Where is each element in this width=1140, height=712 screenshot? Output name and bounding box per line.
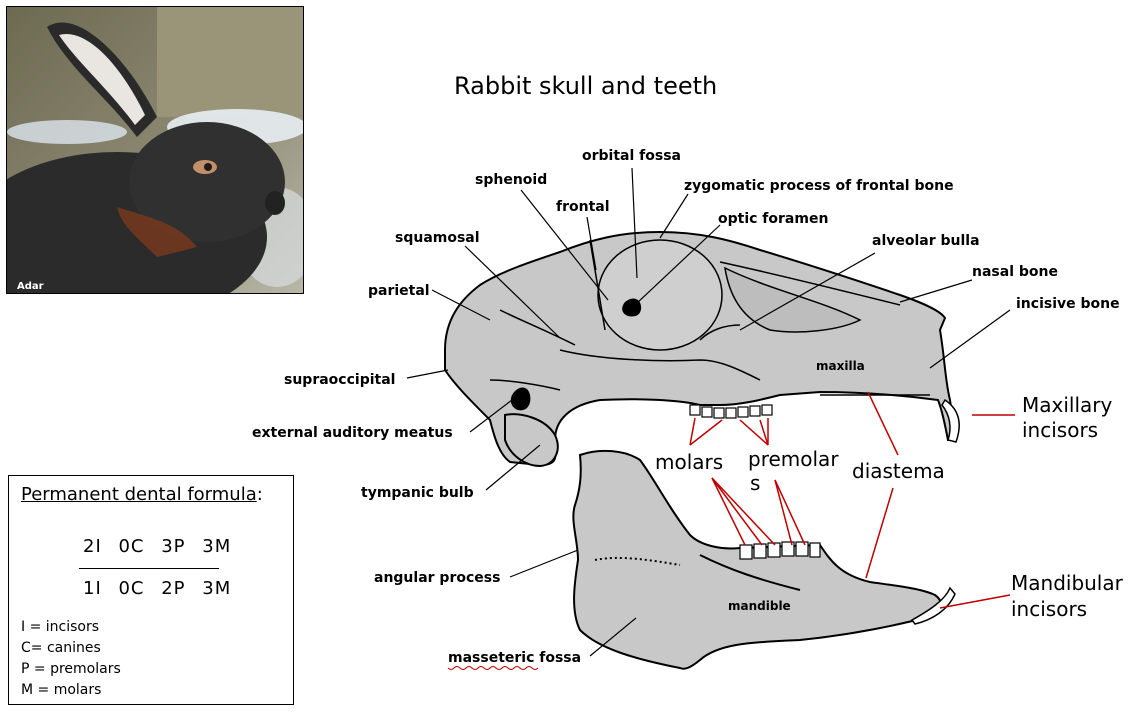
label-angular-process: angular process xyxy=(374,570,500,586)
photo-credit: Adar xyxy=(17,281,44,292)
label-premolars-line1: premolar xyxy=(748,447,839,471)
legend-molars: M = molars xyxy=(21,682,102,698)
label-external-auditory-meatus: external auditory meatus xyxy=(252,425,453,441)
tympanic-bulb-shape xyxy=(504,413,559,468)
legend-incisors: I = incisors xyxy=(21,619,100,635)
formula-lower: 1I 0C 2P 3M xyxy=(83,578,232,599)
label-orbital-fossa: orbital fossa xyxy=(582,148,681,164)
masseteric-underline xyxy=(447,666,539,670)
label-pointers xyxy=(406,167,1011,657)
formula-title: Permanent dental formula: xyxy=(21,484,263,505)
label-alveolar-bulla: alveolar bulla xyxy=(872,233,980,249)
label-parietal: parietal xyxy=(368,283,430,299)
legend-canines: C= canines xyxy=(21,640,101,656)
label-maxillary-incisors-line1: Maxillary xyxy=(1022,393,1112,417)
label-sphenoid: sphenoid xyxy=(475,172,547,188)
mandible-shape xyxy=(572,449,942,670)
lower-incisor-shape xyxy=(910,586,956,625)
label-zygomatic: zygomatic process of frontal bone xyxy=(684,178,954,194)
label-mandibular-incisors-line1: Mandibular xyxy=(1011,571,1124,595)
lower-cheek-teeth xyxy=(739,541,821,560)
label-optic-foramen: optic foramen xyxy=(718,211,828,227)
label-mandibular-incisors-line2: incisors xyxy=(1011,597,1087,621)
page-title: Rabbit skull and teeth xyxy=(454,72,718,100)
formula-title-text: Permanent dental formula xyxy=(21,484,257,505)
label-maxillary-incisors-line2: incisors xyxy=(1022,418,1098,442)
formula-upper: 2I 0C 3P 3M xyxy=(83,536,232,557)
upper-incisor-shape xyxy=(941,398,960,443)
rabbit-photo: Adar xyxy=(6,6,304,294)
auditory-meatus-hole xyxy=(510,387,531,411)
label-squamosal: squamosal xyxy=(395,230,480,246)
label-mandible: mandible xyxy=(728,599,791,613)
upper-cheek-teeth xyxy=(689,404,773,419)
label-premolars-line2: s xyxy=(750,471,760,495)
rabbit-image xyxy=(7,7,303,293)
label-masseteric-fossa: masseteric fossa xyxy=(448,650,581,666)
label-supraoccipital: supraoccipital xyxy=(284,372,395,388)
legend-premolars: P = premolars xyxy=(21,661,121,677)
label-diastema: diastema xyxy=(852,459,945,483)
formula-title-suffix: : xyxy=(256,484,263,505)
label-maxilla: maxilla xyxy=(816,359,865,373)
dental-formula-box: Permanent dental formula: 2I 0C 3P 3M 1I… xyxy=(8,475,294,705)
label-incisive-bone: incisive bone xyxy=(1016,296,1120,312)
label-frontal: frontal xyxy=(556,199,610,215)
label-tympanic-bulb: tympanic bulb xyxy=(361,485,474,501)
label-molars: molars xyxy=(655,450,723,474)
formula-divider xyxy=(79,568,219,569)
label-nasal-bone: nasal bone xyxy=(972,264,1058,280)
red-pointers xyxy=(689,391,1015,609)
